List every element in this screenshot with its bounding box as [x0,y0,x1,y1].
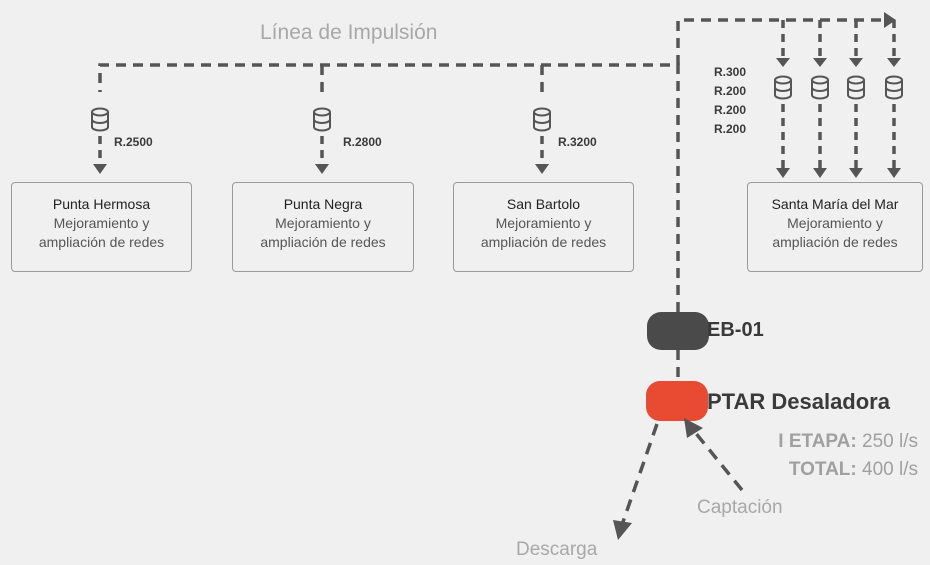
district-node-punta-hermosa: Punta Hermosa Mejoramiento y ampliación … [11,182,192,272]
reservoir-icon [313,107,331,132]
plant-label: PTAR Desaladora [707,389,890,414]
reservoir-icon [811,75,829,100]
reservoir-stack-label: R.300 [714,65,747,79]
reservoir-stack-label: R.200 [714,84,747,98]
capacity-label: I ETAPA: [778,431,857,452]
node-title: Punta Negra [283,196,363,212]
impulsion-line [98,18,890,380]
node-subtitle: ampliación de redes [38,234,165,250]
intake-arrowhead [684,418,703,438]
reservoir-stack-label: R.200 [714,122,747,136]
reservoir-label: R.2800 [343,135,382,149]
district-node-san-bartolo: San Bartolo Mejoramiento y ampliación de… [453,182,634,272]
district-node-punta-negra: Punta Negra Mejoramiento y ampliación de… [232,182,414,272]
node-title: Santa María del Mar [771,196,899,212]
reservoir-stack-feeds [781,20,896,62]
reservoir-stack-label: R.200 [714,103,747,117]
capacity-block: I ETAPA: 250 l/s TOTAL: 400 l/s [778,428,918,484]
district-node-santa-maria: Santa María del Mar Mejoramiento y ampli… [747,182,923,272]
capacity-label: TOTAL: [788,459,857,480]
pump-station-shape [647,312,709,350]
reservoir-stack-labels: R.300 R.200 R.200 R.200 [714,63,746,139]
node-subtitle: Mejoramiento y [53,215,150,231]
node-subtitle: Mejoramiento y [787,215,883,231]
reservoir-icon [847,75,865,100]
node-subtitle: ampliación de redes [480,234,607,250]
reservoir-outflows [98,104,896,170]
node-subtitle: Mejoramiento y [275,215,371,231]
plant-shape [646,381,708,421]
capacity-value: 400 l/s [862,459,918,480]
reservoir-label: R.3200 [558,135,597,149]
discharge-label: Descarga [516,539,598,560]
capacity-value: 250 l/s [862,431,918,452]
capacity-row: I ETAPA: 250 l/s [778,428,918,456]
node-title: San Bartolo [506,196,581,212]
reservoir-icon [774,75,792,100]
reservoir-label: R.2500 [114,135,153,149]
reservoir-stack-feed-arrows [776,58,901,67]
reservoir-icon [91,107,109,132]
reservoir-icon [533,107,551,132]
node-subtitle: ampliación de redes [772,234,898,250]
discharge-arrowhead [613,520,632,540]
node-subtitle: Mejoramiento y [495,215,592,231]
node-title: Punta Hermosa [52,196,151,212]
node-subtitle: ampliación de redes [260,234,386,250]
branch-arrowhead [884,12,896,28]
reservoir-icon [885,75,903,100]
pump-station-label: EB-01 [707,319,764,341]
reservoir-outflow-arrows [93,164,901,178]
diagram-title: Línea de Impulsión [260,21,438,44]
capacity-row: TOTAL: 400 l/s [778,456,918,484]
intake-label: Captación [697,497,783,518]
plant-flows [621,423,744,523]
